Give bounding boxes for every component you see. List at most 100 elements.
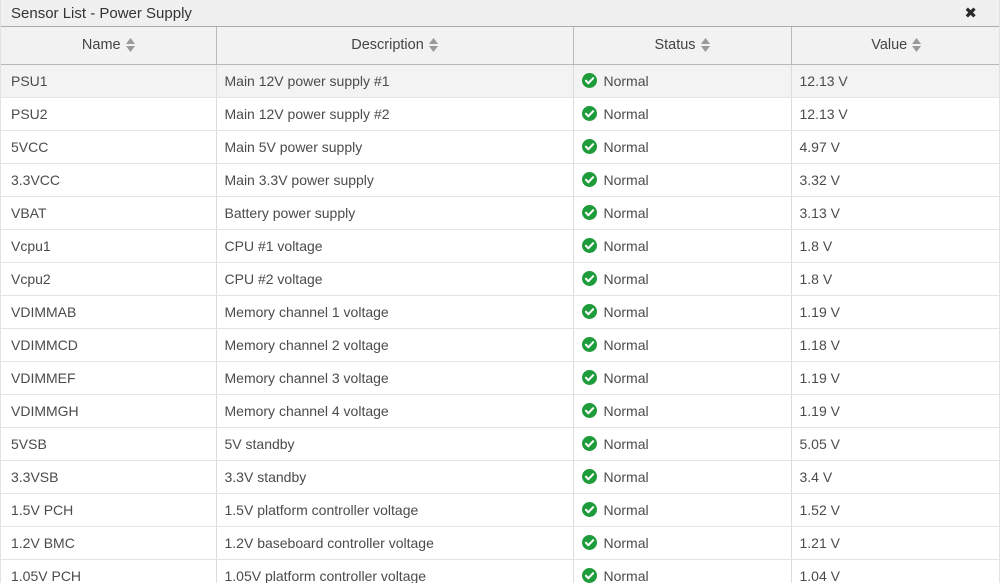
status-ok-icon	[581, 502, 597, 517]
sensor-description-cell: 3.3V standby	[215, 460, 573, 494]
column-header-description[interactable]: Description	[215, 27, 573, 65]
status-ok-icon	[581, 568, 597, 583]
sensor-status-cell: Normal	[572, 394, 791, 428]
status-ok-icon	[581, 535, 597, 550]
table-row[interactable]: VDIMMAB Memory channel 1 voltage Normal …	[1, 295, 999, 329]
sensor-status-cell: Normal	[572, 328, 791, 362]
table-row[interactable]: 3.3VCC Main 3.3V power supply Normal 3.3…	[1, 163, 999, 197]
column-header-description-label: Description	[351, 37, 424, 54]
sensor-value-cell: 3.13 V	[790, 196, 999, 230]
sensor-value-cell: 1.19 V	[790, 394, 999, 428]
table-row[interactable]: PSU2 Main 12V power supply #2 Normal 12.…	[1, 97, 999, 131]
column-header-status-label: Status	[654, 37, 696, 54]
sensor-status-cell: Normal	[572, 526, 791, 560]
sort-icon	[125, 38, 135, 53]
status-ok-icon	[581, 205, 597, 220]
status-label: Normal	[603, 501, 649, 518]
sensor-name-cell: 3.3VSB	[1, 460, 216, 494]
sensor-value-cell: 1.8 V	[790, 229, 999, 263]
column-header-status[interactable]: Status	[572, 27, 791, 65]
sensor-value-cell: 4.97 V	[790, 130, 999, 164]
status-label: Normal	[603, 567, 649, 583]
sensor-value-cell: 1.21 V	[790, 526, 999, 560]
status-label: Normal	[603, 237, 649, 254]
sensor-name-cell: VBAT	[1, 196, 216, 230]
table-row[interactable]: VBAT Battery power supply Normal 3.13 V	[1, 196, 999, 230]
sensor-description-cell: 1.05V platform controller voltage	[215, 559, 573, 583]
sensor-status-cell: Normal	[572, 493, 791, 527]
table-row[interactable]: Vcpu1 CPU #1 voltage Normal 1.8 V	[1, 229, 999, 263]
table-row[interactable]: 1.5V PCH 1.5V platform controller voltag…	[1, 493, 999, 527]
table-row[interactable]: Vcpu2 CPU #2 voltage Normal 1.8 V	[1, 262, 999, 296]
sensor-status-cell: Normal	[572, 427, 791, 461]
sensor-description-cell: Main 5V power supply	[215, 130, 573, 164]
panel-titlebar: Sensor List - Power Supply ✖	[1, 0, 999, 27]
sensor-value-cell: 3.4 V	[790, 460, 999, 494]
sensor-description-cell: Memory channel 1 voltage	[215, 295, 573, 329]
table-row[interactable]: VDIMMCD Memory channel 2 voltage Normal …	[1, 328, 999, 362]
status-ok-icon	[581, 403, 597, 418]
status-label: Normal	[603, 72, 649, 89]
status-ok-icon	[581, 106, 597, 121]
status-ok-icon	[581, 337, 597, 352]
status-ok-icon	[581, 271, 597, 286]
column-header-name[interactable]: Name	[1, 27, 216, 65]
sensor-description-cell: Memory channel 2 voltage	[215, 328, 573, 362]
sensor-name-cell: VDIMMCD	[1, 328, 216, 362]
sensor-description-cell: CPU #1 voltage	[215, 229, 573, 263]
sensor-status-cell: Normal	[572, 229, 791, 263]
sensor-name-cell: VDIMMGH	[1, 394, 216, 428]
sensor-description-cell: CPU #2 voltage	[215, 262, 573, 296]
sensor-name-cell: 1.5V PCH	[1, 493, 216, 527]
table-row[interactable]: 5VSB 5V standby Normal 5.05 V	[1, 427, 999, 461]
status-ok-icon	[581, 172, 597, 187]
column-header-value[interactable]: Value	[790, 27, 999, 65]
sensor-name-cell: PSU2	[1, 97, 216, 131]
status-label: Normal	[603, 270, 649, 287]
sensor-status-cell: Normal	[572, 262, 791, 296]
status-ok-icon	[581, 73, 597, 88]
table-row[interactable]: VDIMMGH Memory channel 4 voltage Normal …	[1, 394, 999, 428]
table-row[interactable]: 1.05V PCH 1.05V platform controller volt…	[1, 559, 999, 583]
sensor-status-cell: Normal	[572, 97, 791, 131]
sensor-value-cell: 12.13 V	[790, 97, 999, 131]
status-label: Normal	[603, 138, 649, 155]
sensor-value-cell: 5.05 V	[790, 427, 999, 461]
status-label: Normal	[603, 435, 649, 452]
sensor-status-cell: Normal	[572, 130, 791, 164]
status-ok-icon	[581, 370, 597, 385]
close-icon[interactable]: ✖	[964, 5, 977, 22]
sensor-name-cell: PSU1	[1, 64, 216, 98]
sensor-description-cell: 5V standby	[215, 427, 573, 461]
sensor-value-cell: 1.19 V	[790, 295, 999, 329]
sensor-name-cell: 1.2V BMC	[1, 526, 216, 560]
sensor-status-cell: Normal	[572, 196, 791, 230]
sort-icon	[912, 38, 922, 53]
sensor-status-cell: Normal	[572, 460, 791, 494]
table-row[interactable]: 3.3VSB 3.3V standby Normal 3.4 V	[1, 460, 999, 494]
sensor-status-cell: Normal	[572, 295, 791, 329]
status-label: Normal	[603, 369, 649, 386]
sensor-status-cell: Normal	[572, 559, 791, 583]
status-label: Normal	[603, 303, 649, 320]
status-label: Normal	[603, 534, 649, 551]
table-row[interactable]: PSU1 Main 12V power supply #1 Normal 12.…	[1, 64, 999, 98]
sensor-description-cell: 1.5V platform controller voltage	[215, 493, 573, 527]
table-row[interactable]: 5VCC Main 5V power supply Normal 4.97 V	[1, 130, 999, 164]
sensor-status-cell: Normal	[572, 64, 791, 98]
status-label: Normal	[603, 171, 649, 188]
table-row[interactable]: VDIMMEF Memory channel 3 voltage Normal …	[1, 361, 999, 395]
sensor-description-cell: Memory channel 4 voltage	[215, 394, 573, 428]
status-ok-icon	[581, 139, 597, 154]
sort-icon	[428, 38, 438, 53]
sensor-value-cell: 1.19 V	[790, 361, 999, 395]
sensor-status-cell: Normal	[572, 361, 791, 395]
table-header-row: Name Description	[1, 27, 999, 65]
sensor-name-cell: 5VSB	[1, 427, 216, 461]
status-label: Normal	[603, 468, 649, 485]
table-row[interactable]: 1.2V BMC 1.2V baseboard controller volta…	[1, 526, 999, 560]
sensor-description-cell: 1.2V baseboard controller voltage	[215, 526, 573, 560]
sensor-value-cell: 1.18 V	[790, 328, 999, 362]
sensor-status-cell: Normal	[572, 163, 791, 197]
